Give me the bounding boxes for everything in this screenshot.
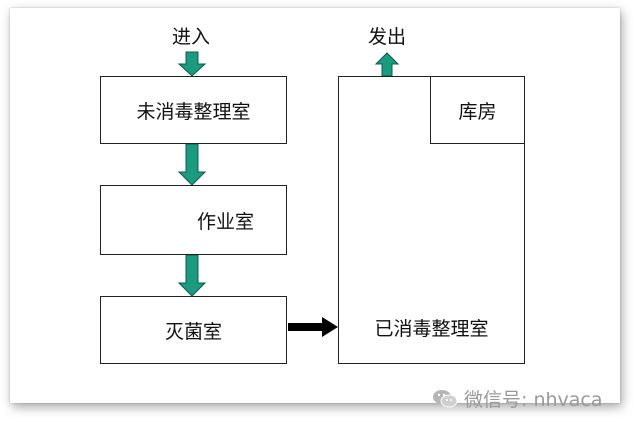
workroom-label: 作业室 <box>197 210 255 233</box>
workroom-box: 作业室 <box>100 185 287 255</box>
watermark: 微信号: nhvaca <box>432 385 603 412</box>
unsterilized-room-label: 未消毒整理室 <box>136 100 251 123</box>
enter-label: 进入 <box>172 26 211 48</box>
watermark-text: 微信号: nhvaca <box>464 389 603 411</box>
exit-label: 发出 <box>368 26 407 48</box>
sterilization-room-label: 灭菌室 <box>164 320 222 343</box>
storage-room-box: 库房 <box>430 76 525 144</box>
exit-arrow-head <box>374 52 400 77</box>
wechat-icon <box>432 389 458 409</box>
entry-arrow <box>177 51 207 77</box>
storage-room-label: 库房 <box>458 100 497 123</box>
sterilization-room-box: 灭菌室 <box>100 296 287 364</box>
flow-arrow-2 <box>177 254 207 297</box>
sterilized-room-label: 已消毒整理室 <box>374 318 489 340</box>
connector-arrow-head <box>322 317 338 337</box>
unsterilized-room-box: 未消毒整理室 <box>100 76 287 144</box>
flow-arrow-1 <box>177 143 207 186</box>
connector-arrow-shaft <box>288 323 322 331</box>
